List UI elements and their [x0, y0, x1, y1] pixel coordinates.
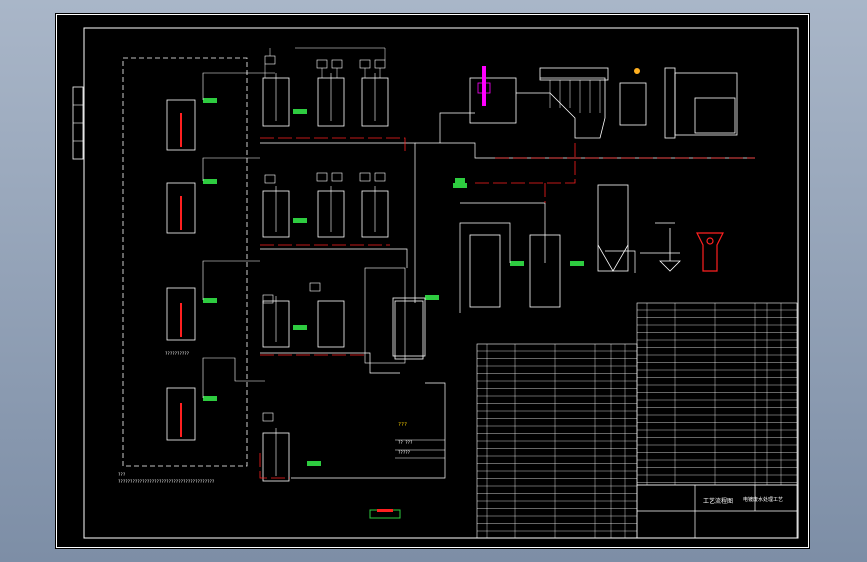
- left-pump-group: [203, 98, 217, 401]
- collection-tank: [392, 297, 426, 357]
- mid-right-tanks: [469, 184, 629, 308]
- chemical-dosing-vessel: [482, 66, 486, 106]
- upper-right-equipment: [469, 67, 738, 139]
- filter-equipment: [659, 228, 681, 272]
- title-block: [636, 484, 798, 539]
- title-block-name: 电镀废水处理工艺: [743, 496, 783, 503]
- reaction-tank-row-2: [262, 190, 389, 238]
- title-block-label: 工艺流程图: [703, 497, 733, 505]
- storage-area-boundary: [122, 57, 248, 467]
- reaction-tank-row-1: [262, 77, 389, 127]
- outer-border: [56, 14, 809, 548]
- left-tank-column: [166, 99, 196, 441]
- pipe-network: [260, 112, 755, 479]
- legend-label-2: ?????: [398, 450, 411, 455]
- tank-label: ??????????: [165, 351, 190, 356]
- equipment-list-right: [636, 302, 798, 486]
- sludge-pipe-network: [259, 137, 755, 479]
- legend: [395, 439, 445, 459]
- reaction-tank-row-3: [262, 300, 424, 482]
- legend-title: ???: [398, 422, 407, 428]
- process-flow-diagram: 工艺流程图 电镀废水处理工艺 ??? ?? ??? ????? ??? ????…: [56, 14, 809, 548]
- centrifuge: [696, 232, 724, 272]
- drawing-sheet: 工艺流程图 电镀废水处理工艺 ??? ?? ??? ????? ??? ????…: [55, 13, 810, 549]
- notes-text: ????????????????????????????????????????: [118, 479, 215, 484]
- inner-border: [83, 27, 799, 539]
- notes-header: ???: [118, 472, 126, 477]
- legend-label-1: ?? ???: [398, 440, 413, 445]
